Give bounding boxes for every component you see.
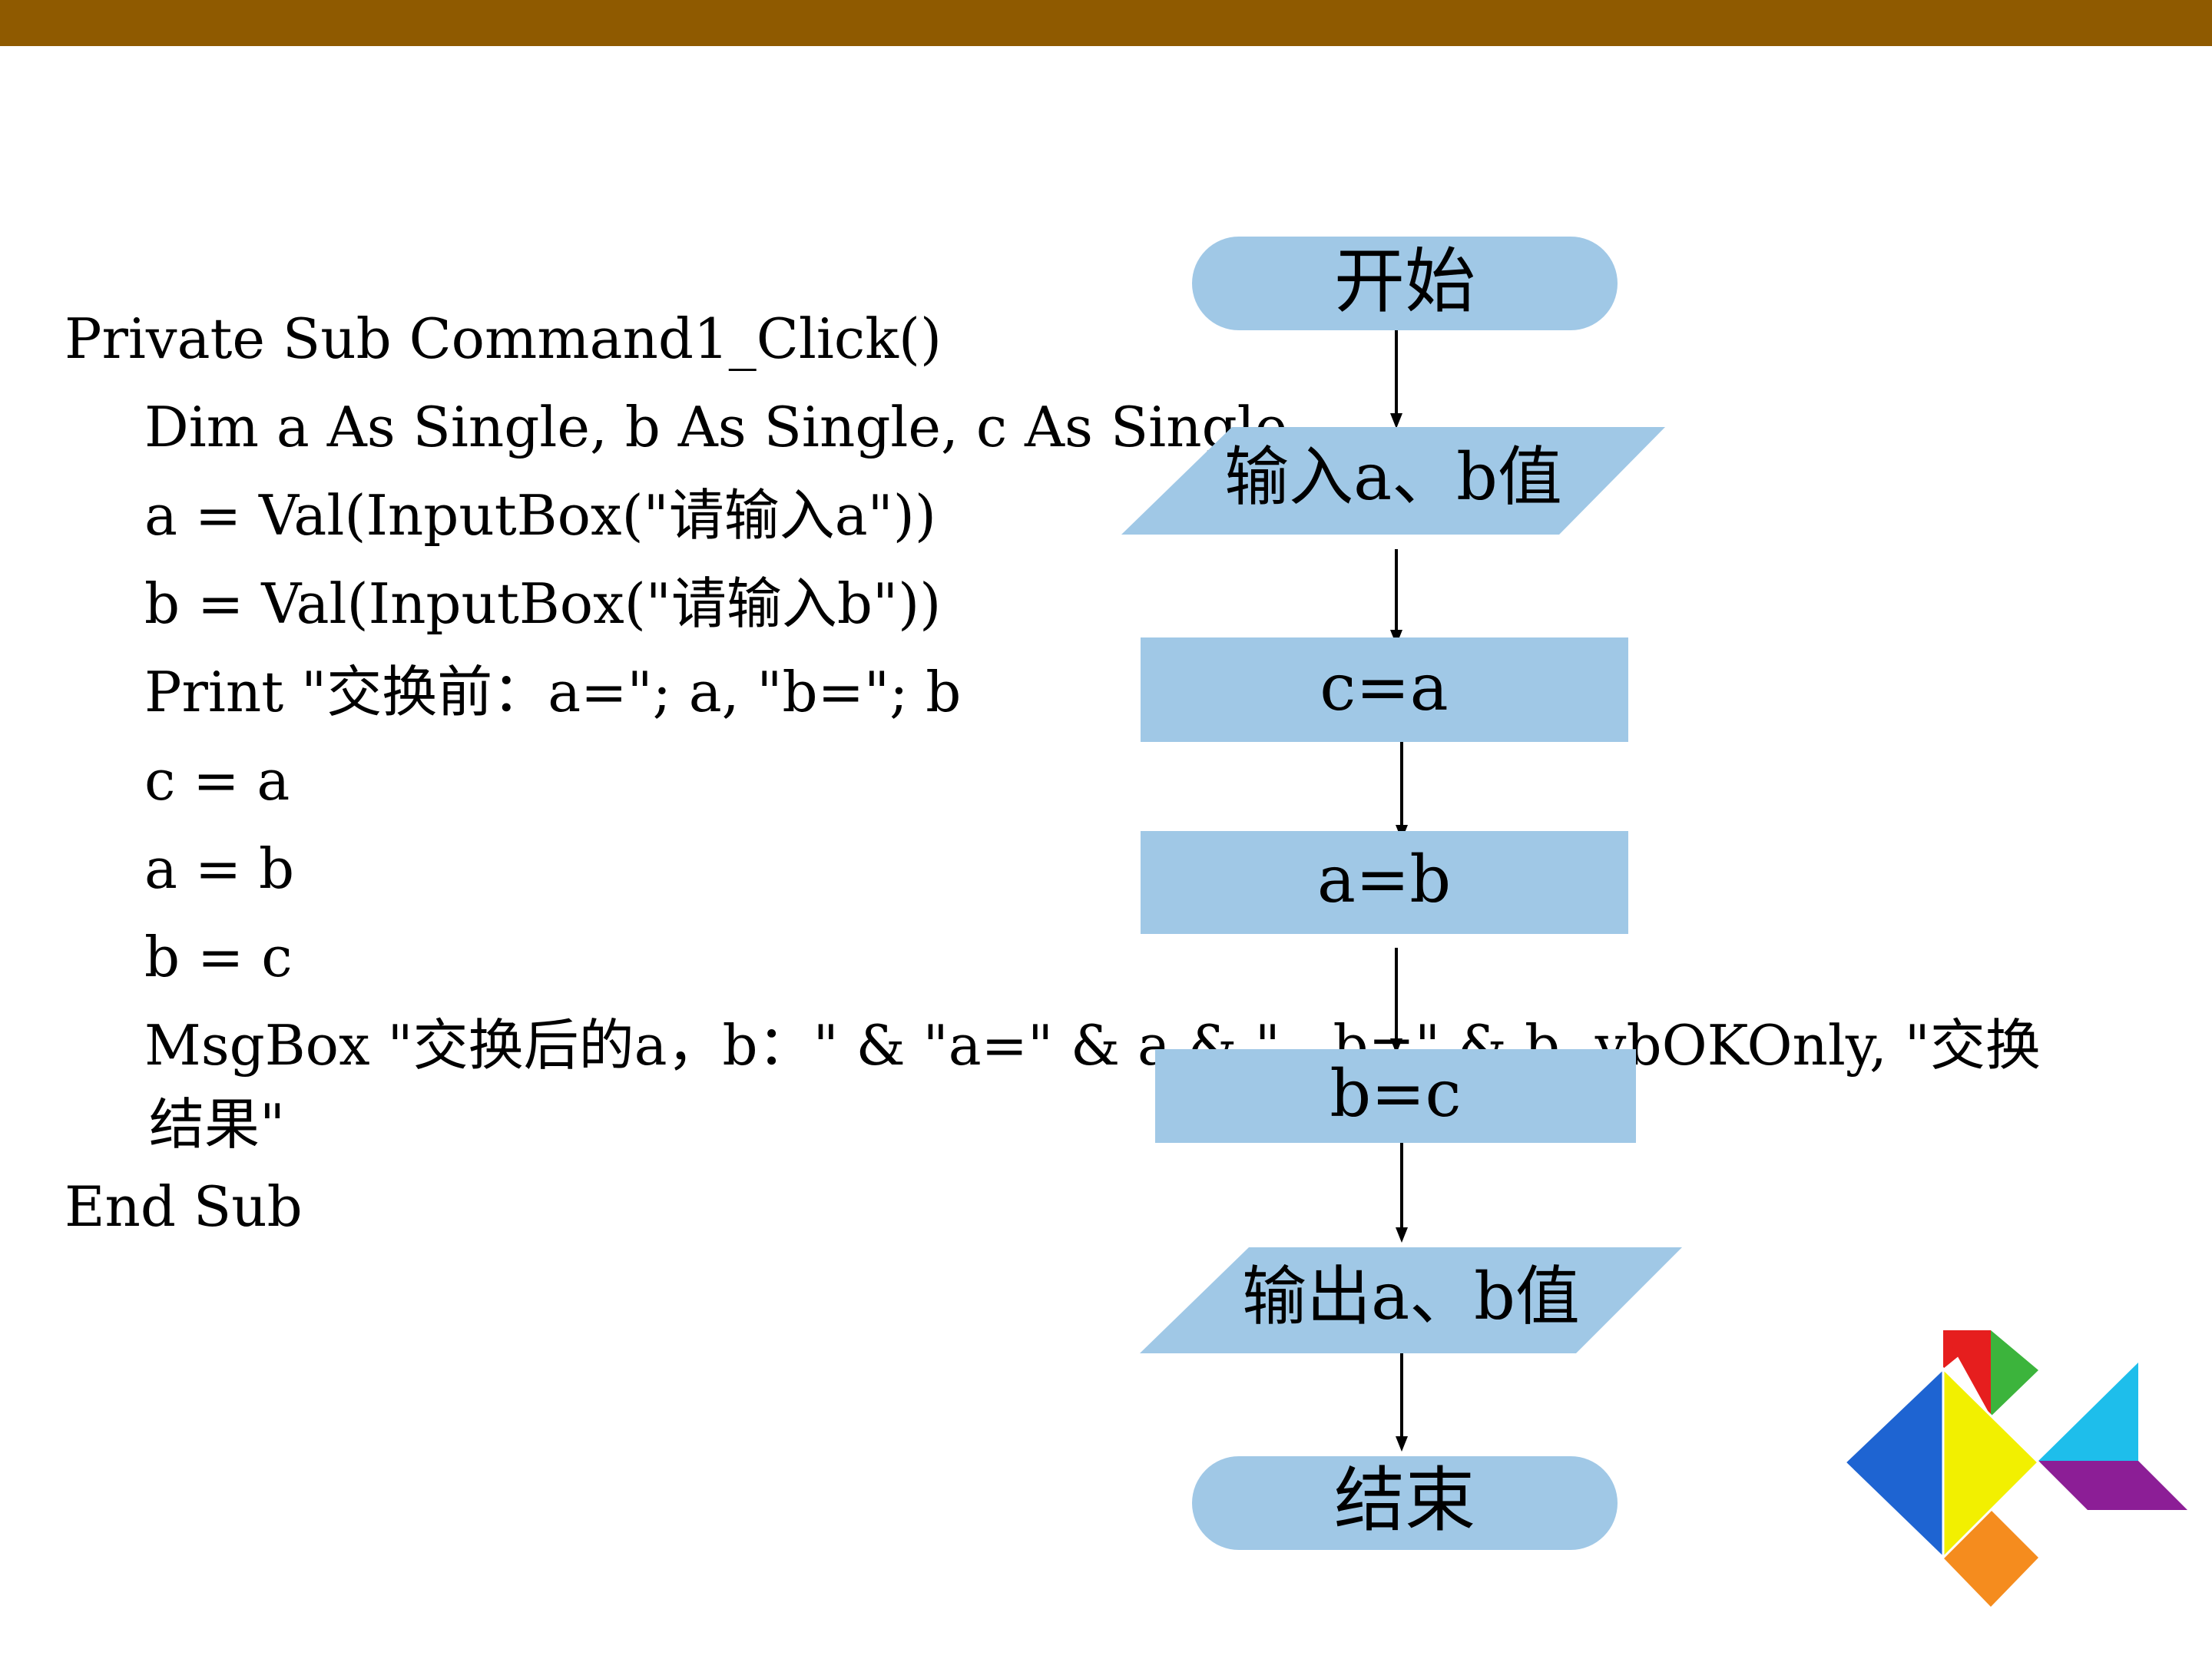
process-a-equals-b: a=b [1141, 831, 1628, 934]
code-line: a = b [144, 836, 295, 901]
logo-cyan-piece [2038, 1363, 2138, 1461]
end-label: 结束 [1334, 1459, 1475, 1541]
code-line: Private Sub Command1_Click() [65, 306, 942, 371]
code-line: c = a [144, 748, 290, 813]
logo-purple-piece [2038, 1461, 2187, 1510]
code-line: a = Val(InputBox("请输入a")) [144, 483, 936, 548]
input-label: 输入a、b值 [1224, 439, 1562, 515]
process-label: b=c [1330, 1056, 1461, 1131]
code-line: b = Val(InputBox("请输入b")) [144, 571, 942, 636]
logo-blue-piece [1845, 1369, 1943, 1558]
output-label: 输出a、b值 [1242, 1259, 1580, 1334]
input-parallelogram: 输入a、b值 [1121, 427, 1665, 535]
output-parallelogram: 输出a、b值 [1140, 1247, 1682, 1353]
process-c-equals-a: c=a [1141, 637, 1628, 742]
tangram-logo [1843, 1330, 2187, 1607]
start-label: 开始 [1334, 240, 1475, 323]
start-terminator: 开始 [1192, 237, 1618, 330]
process-label: c=a [1320, 650, 1449, 725]
logo-green-piece [1991, 1330, 2038, 1416]
code-line: MsgBox "交换后的a，b：" & "a=" & a & " b=" & b… [144, 1013, 2041, 1078]
process-label: a=b [1317, 842, 1451, 917]
code-line: Print "交换前：a="; a, "b="; b [144, 660, 962, 724]
code-line: Dim a As Single, b As Single, c As Singl… [144, 395, 1288, 459]
logo-yellow-piece [1943, 1369, 2038, 1558]
top-accent-bar [0, 0, 2212, 46]
code-line: 结果" [149, 1092, 286, 1157]
code-line: b = c [144, 925, 293, 989]
code-line: End Sub [65, 1174, 303, 1239]
process-b-equals-c: b=c [1155, 1049, 1636, 1143]
logo-red-piece [1943, 1330, 1991, 1416]
end-terminator: 结束 [1192, 1456, 1618, 1550]
